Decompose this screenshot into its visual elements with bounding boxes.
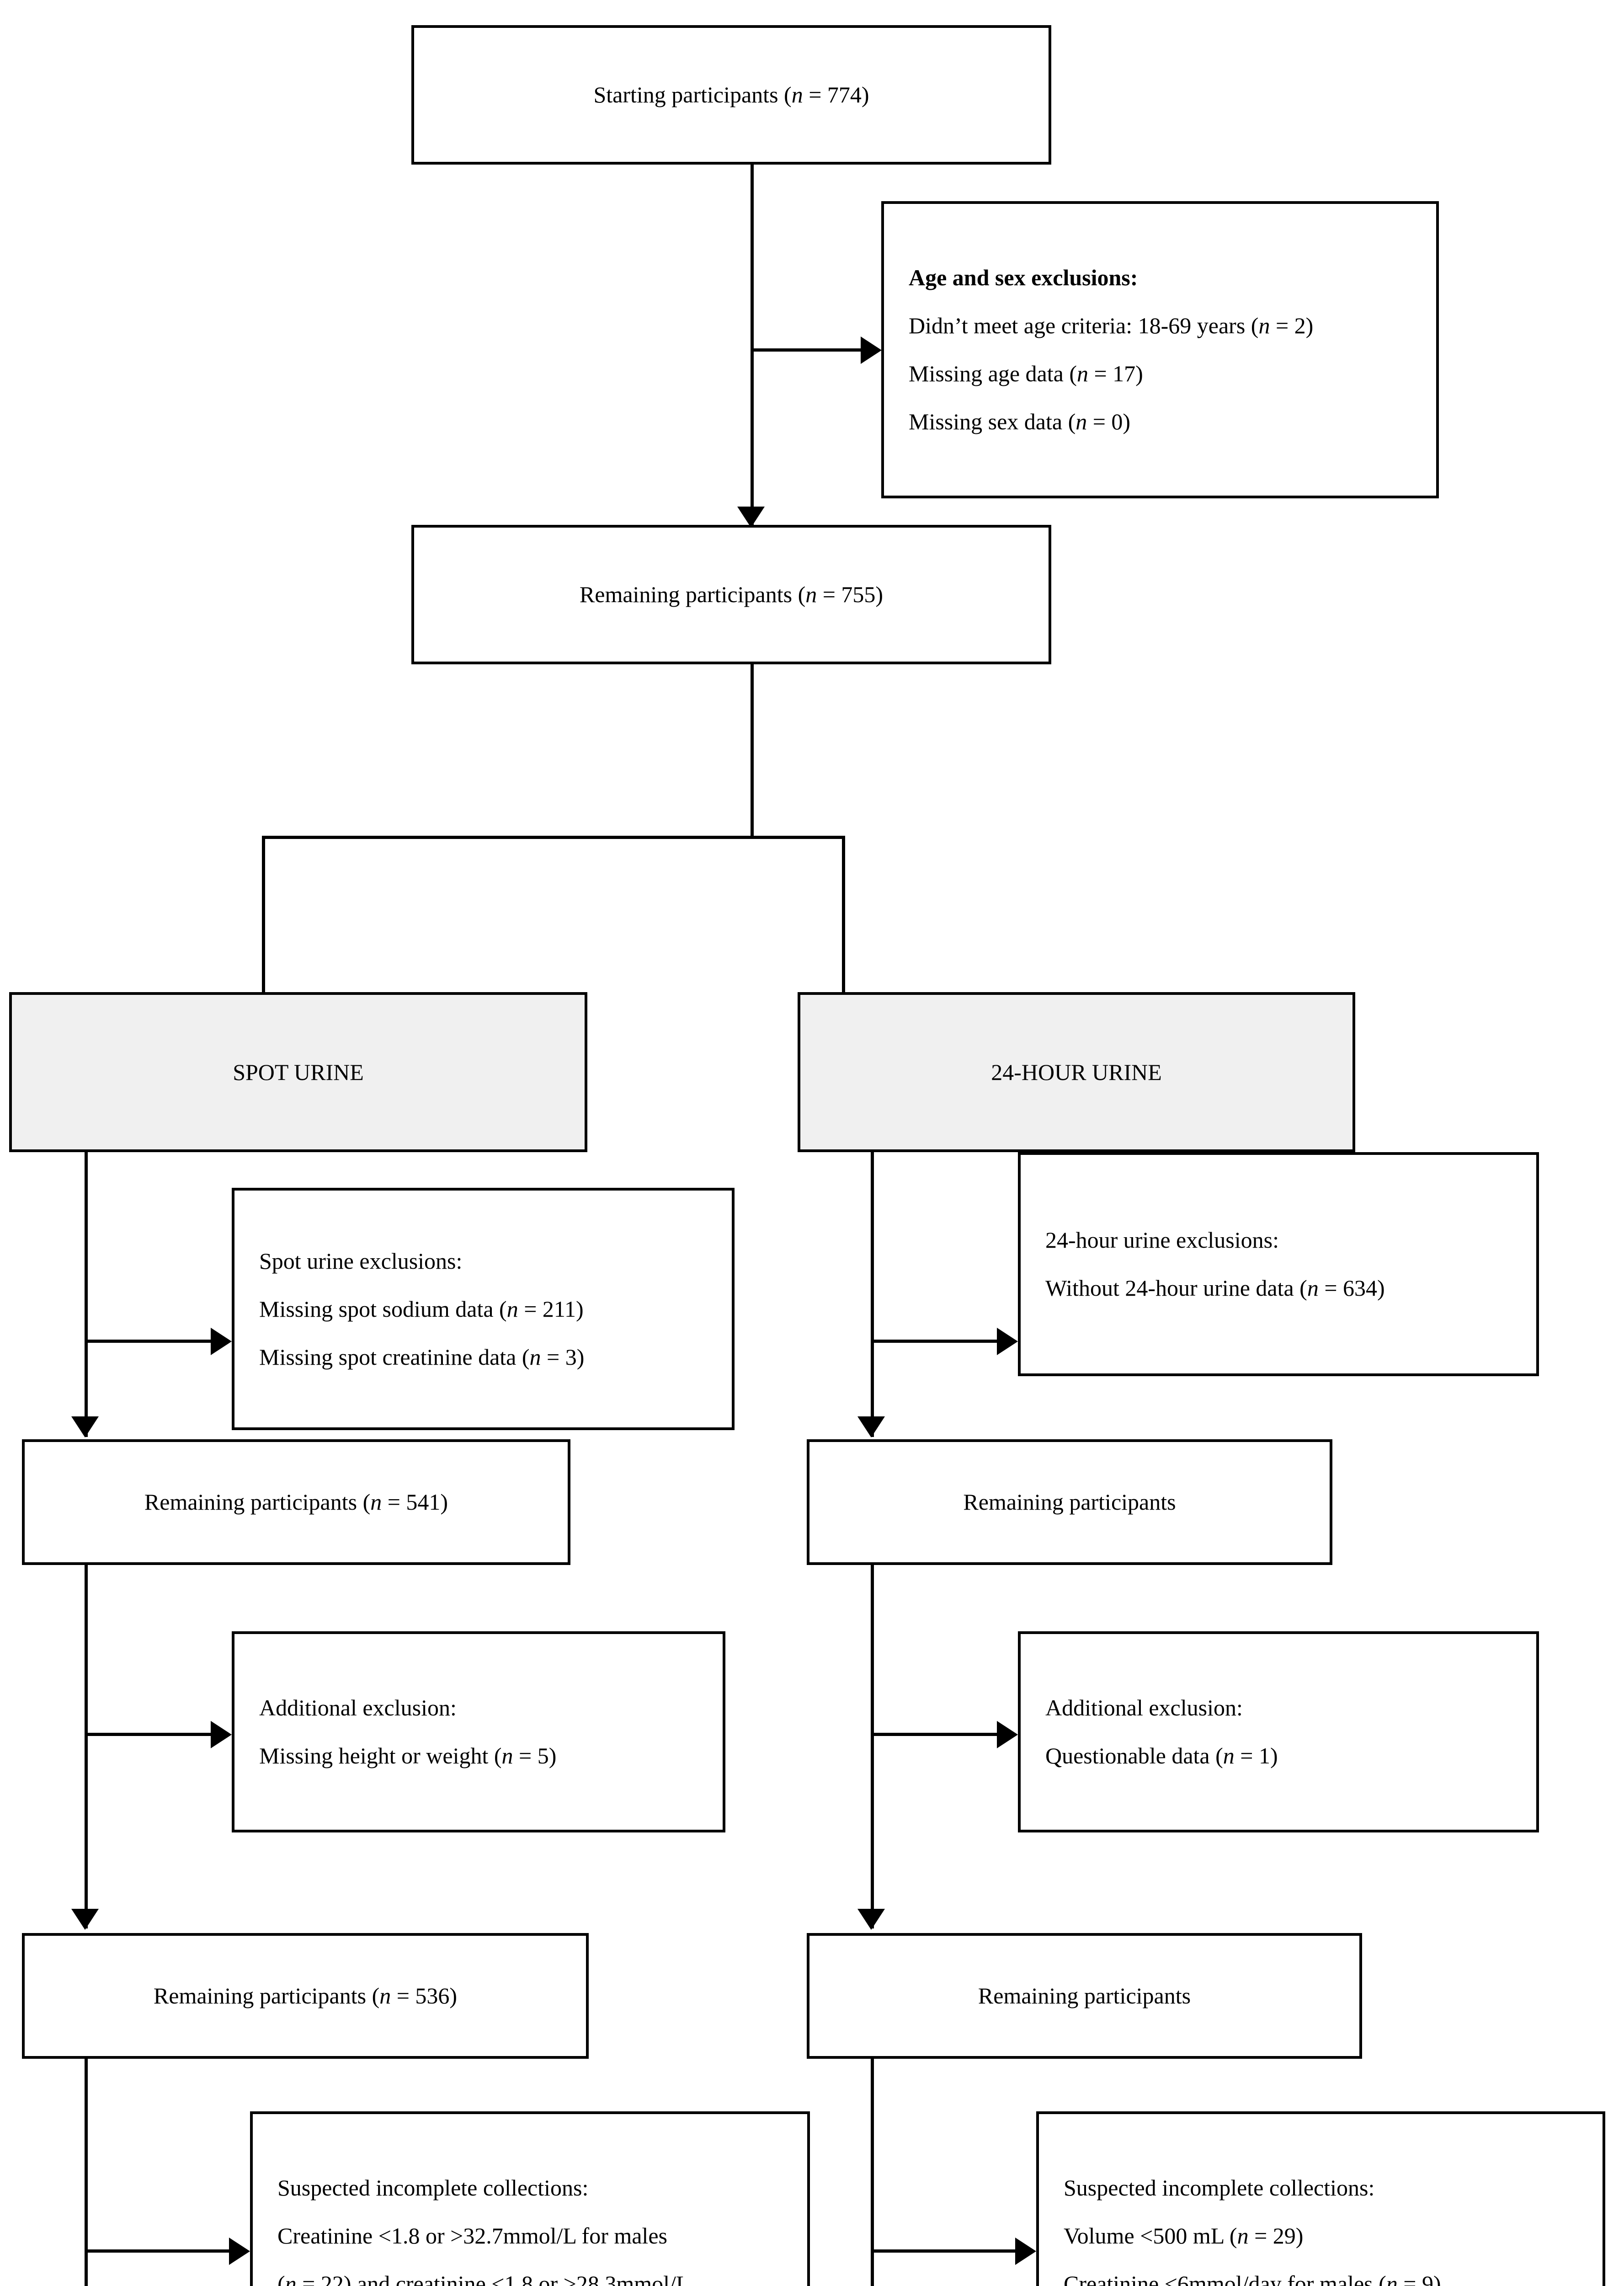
24hour-exclusions-heading: 24-hour urine exclusions:	[1045, 1227, 1279, 1253]
arrowhead-spot-remaining541	[71, 1416, 99, 1437]
spot-exclusions-line-2: Missing spot creatinine data (n = 3)	[259, 1344, 585, 1370]
arrowhead-to-24hour-incomplete	[1015, 2238, 1036, 2265]
arrowhead-24hour-remaining-2	[857, 1909, 885, 1930]
node-spot-urine-header: SPOT URINE	[9, 992, 587, 1152]
connector-to-age-sex-exclusions	[752, 348, 864, 352]
connector-branch-left-drop	[262, 836, 265, 993]
node-spot-remaining-541: Remaining participants (n = 541)	[22, 1439, 570, 1565]
connector-to-24hour-exclusions	[872, 1340, 1000, 1343]
24hour-exclusions-line-1: Without 24-hour urine data (n = 634)	[1045, 1275, 1385, 1301]
spot-remaining-541-label: Remaining participants (n = 541)	[144, 1489, 448, 1515]
connector-spot-header-to-remaining541	[85, 1151, 88, 1437]
arrowhead-to-24hour-exclusions	[997, 1328, 1018, 1355]
age-sex-exclusions-line-1: Didn’t meet age criteria: 18-69 years (n…	[909, 313, 1314, 338]
24hour-additional-heading: Additional exclusion:	[1045, 1695, 1243, 1720]
connector-to-24hour-additional	[872, 1733, 1000, 1736]
connector-branch-right-drop	[842, 836, 845, 993]
node-24hour-remaining-1: Remaining participants	[807, 1439, 1332, 1565]
starting-participants-label: Starting participants (n = 774)	[593, 82, 869, 108]
node-24hour-urine-header: 24-HOUR URINE	[798, 992, 1355, 1152]
connector-24hour-header-to-remaining	[871, 1151, 874, 1437]
connector-24hour-remaining2-to-final	[871, 2059, 874, 2286]
node-age-sex-exclusions: Age and sex exclusions: Didn’t meet age …	[881, 201, 1439, 498]
spot-exclusions-line-1: Missing spot sodium data (n = 211)	[259, 1296, 584, 1322]
connector-start-to-remaining755	[751, 165, 754, 526]
node-24hour-additional-exclusion: Additional exclusion: Questionable data …	[1018, 1631, 1539, 1832]
24hour-incomplete-heading: Suspected incomplete collections:	[1064, 2175, 1375, 2201]
node-spot-urine-exclusions: Spot urine exclusions: Missing spot sodi…	[232, 1188, 735, 1430]
connector-24hour-remaining1-to-2	[871, 1565, 874, 1928]
connector-remaining755-down	[751, 664, 754, 839]
age-sex-exclusions-heading: Age and sex exclusions:	[909, 265, 1138, 290]
age-sex-exclusions-line-3: Missing sex data (n = 0)	[909, 409, 1131, 434]
spot-incomplete-line-2: (n = 22) and creatinine <1.8 or >28.3mmo…	[277, 2271, 690, 2286]
arrowhead-to-spot-exclusions	[211, 1328, 232, 1355]
connector-spot-remaining536-to-final	[85, 2059, 88, 2286]
24hour-incomplete-line-2: Creatinine <6mmol/day for males (n = 9)	[1064, 2271, 1441, 2286]
arrowhead-start-to-remaining755	[737, 507, 765, 528]
connector-to-spot-exclusions	[86, 1340, 214, 1343]
spot-additional-heading: Additional exclusion:	[259, 1695, 457, 1720]
spot-remaining-536-label: Remaining participants (n = 536)	[153, 1983, 458, 2009]
connector-branch-horizontal	[262, 836, 845, 839]
arrowhead-24hour-remaining-1	[857, 1416, 885, 1437]
node-24hour-remaining-2: Remaining participants	[807, 1933, 1362, 2059]
spot-additional-line-1: Missing height or weight (n = 5)	[259, 1743, 557, 1768]
24hour-urine-header-label: 24-HOUR URINE	[991, 1059, 1162, 1085]
arrowhead-to-spot-incomplete	[229, 2238, 250, 2265]
spot-incomplete-line-1: Creatinine <1.8 or >32.7mmol/L for males	[277, 2223, 667, 2249]
node-24hour-incomplete-collections: Suspected incomplete collections: Volume…	[1036, 2111, 1605, 2286]
24hour-remaining-1-label: Remaining participants	[963, 1489, 1176, 1515]
remaining-755-label: Remaining participants (n = 755)	[579, 582, 884, 608]
24hour-remaining-2-label: Remaining participants	[978, 1983, 1191, 2009]
node-spot-additional-exclusion: Additional exclusion: Missing height or …	[232, 1631, 725, 1832]
arrowhead-to-age-sex-exclusions	[861, 336, 882, 364]
node-spot-incomplete-collections: Suspected incomplete collections: Creati…	[250, 2111, 810, 2286]
spot-incomplete-heading: Suspected incomplete collections:	[277, 2175, 589, 2201]
spot-urine-header-label: SPOT URINE	[233, 1059, 364, 1085]
arrowhead-to-24hour-additional	[997, 1721, 1018, 1748]
24hour-additional-line-1: Questionable data (n = 1)	[1045, 1743, 1278, 1768]
connector-to-24hour-incomplete	[872, 2249, 1018, 2253]
arrowhead-to-spot-additional	[211, 1721, 232, 1748]
arrowhead-spot-remaining536	[71, 1909, 99, 1930]
age-sex-exclusions-line-2: Missing age data (n = 17)	[909, 361, 1143, 386]
connector-to-spot-incomplete	[86, 2249, 232, 2253]
spot-exclusions-heading: Spot urine exclusions:	[259, 1248, 463, 1274]
connector-to-spot-additional	[86, 1733, 214, 1736]
node-spot-remaining-536: Remaining participants (n = 536)	[22, 1933, 589, 2059]
connector-spot-remaining541-to-536	[85, 1565, 88, 1928]
24hour-incomplete-line-1: Volume <500 mL (n = 29)	[1064, 2223, 1304, 2249]
node-24hour-urine-exclusions: 24-hour urine exclusions: Without 24-hou…	[1018, 1152, 1539, 1376]
node-remaining-755: Remaining participants (n = 755)	[411, 525, 1051, 664]
node-starting-participants: Starting participants (n = 774)	[411, 25, 1051, 165]
